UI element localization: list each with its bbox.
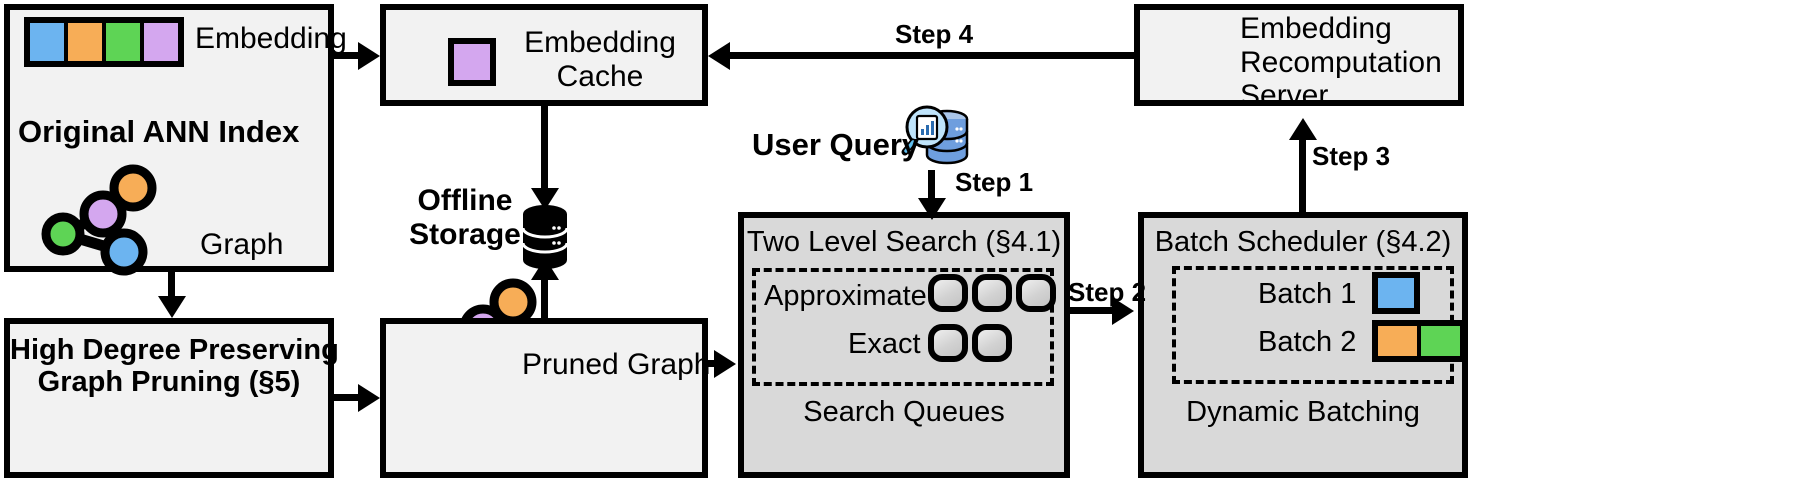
arrow-step1-head (918, 198, 946, 220)
arrow-pruned-to-storage-line (541, 268, 548, 320)
step-1-label: Step 1 (955, 167, 1034, 197)
embedding-label: Embedding (195, 22, 347, 55)
graph-pruning-title: High Degree Preserving Graph Pruning (§5… (10, 334, 339, 399)
embedding-swatch-green (106, 23, 140, 61)
graph-pruning-box (4, 318, 334, 478)
approximate-row-label: Approximate (764, 280, 927, 312)
approximate-queue-cell-1[interactable] (928, 274, 968, 312)
exact-queue-cell-2[interactable] (972, 324, 1012, 362)
embedding-swatch-purple (144, 23, 178, 61)
arrow-step4-line (730, 52, 1134, 59)
embedding-swatch-blue (30, 23, 64, 61)
batch-1-swatch-blue (1372, 272, 1420, 314)
exact-row-label: Exact (848, 328, 921, 360)
batch-scheduler-title: Batch Scheduler (§4.2) (1154, 226, 1452, 258)
recomputation-server-box (1134, 4, 1464, 106)
arrow-step2-head (1112, 297, 1134, 325)
recomputation-server-title: Embedding Recomputation Server (1240, 12, 1442, 113)
arrow-pruning-to-pruned-head (358, 384, 380, 412)
pruned-graph-box (380, 318, 708, 478)
arrow-index-to-pruning-line (168, 272, 175, 302)
arrow-step1-line (928, 170, 935, 206)
original-ann-index-title: Original ANN Index (18, 114, 300, 149)
two-level-search-box (738, 212, 1070, 478)
batch-2-swatch-strip (1372, 320, 1466, 362)
arrow-index-to-cache-line (334, 52, 364, 59)
pruned-graph-label: Pruned Graph (522, 348, 711, 381)
embedding-swatch-strip (24, 17, 184, 67)
arrow-step3-head (1289, 118, 1317, 140)
offline-storage-label: Offline Storage (409, 184, 521, 251)
dynamic-batching-footer: Dynamic Batching (1186, 396, 1420, 428)
two-level-search-title: Two Level Search (§4.1) (746, 226, 1062, 258)
batch-2-swatch-orange (1378, 326, 1417, 356)
arrow-index-to-cache-head (358, 42, 380, 70)
embedding-swatch-orange (68, 23, 102, 61)
embedding-cache-box (380, 4, 708, 106)
arrow-index-to-pruning-head (158, 296, 186, 318)
step-4-label: Step 4 (895, 19, 974, 49)
query-database-stack (925, 109, 969, 165)
exact-queue-cell-1[interactable] (928, 324, 968, 362)
arrow-pruned-to-storage-head (531, 258, 559, 280)
graph-label: Graph (200, 228, 284, 261)
step-2-label: Step 2 (1068, 277, 1147, 307)
arrow-step4-head (708, 42, 730, 70)
batch-2-swatch-green (1421, 326, 1460, 356)
arrow-cache-to-storage-head (531, 188, 559, 210)
arrow-step2-line (1070, 307, 1118, 314)
batch-2-label: Batch 2 (1258, 326, 1357, 358)
arrow-pruned-to-search-head (714, 350, 736, 378)
step-3-label: Step 3 (1312, 141, 1391, 171)
approximate-queue-cell-3[interactable] (1016, 274, 1056, 312)
pruned-node-orange (489, 278, 537, 326)
arrow-step3-line (1299, 134, 1306, 212)
search-queues-footer: Search Queues (803, 396, 1005, 428)
arrow-cache-to-storage-line (541, 106, 548, 196)
batch-1-label: Batch 1 (1258, 278, 1357, 310)
arrow-pruning-to-pruned-line (334, 394, 364, 401)
search-queues-panel (752, 268, 1054, 386)
user-query-label: User Query (752, 127, 920, 162)
approximate-queue-cell-2[interactable] (972, 274, 1012, 312)
embedding-cache-swatch (448, 38, 496, 86)
embedding-cache-title: Embedding Cache (524, 26, 676, 93)
